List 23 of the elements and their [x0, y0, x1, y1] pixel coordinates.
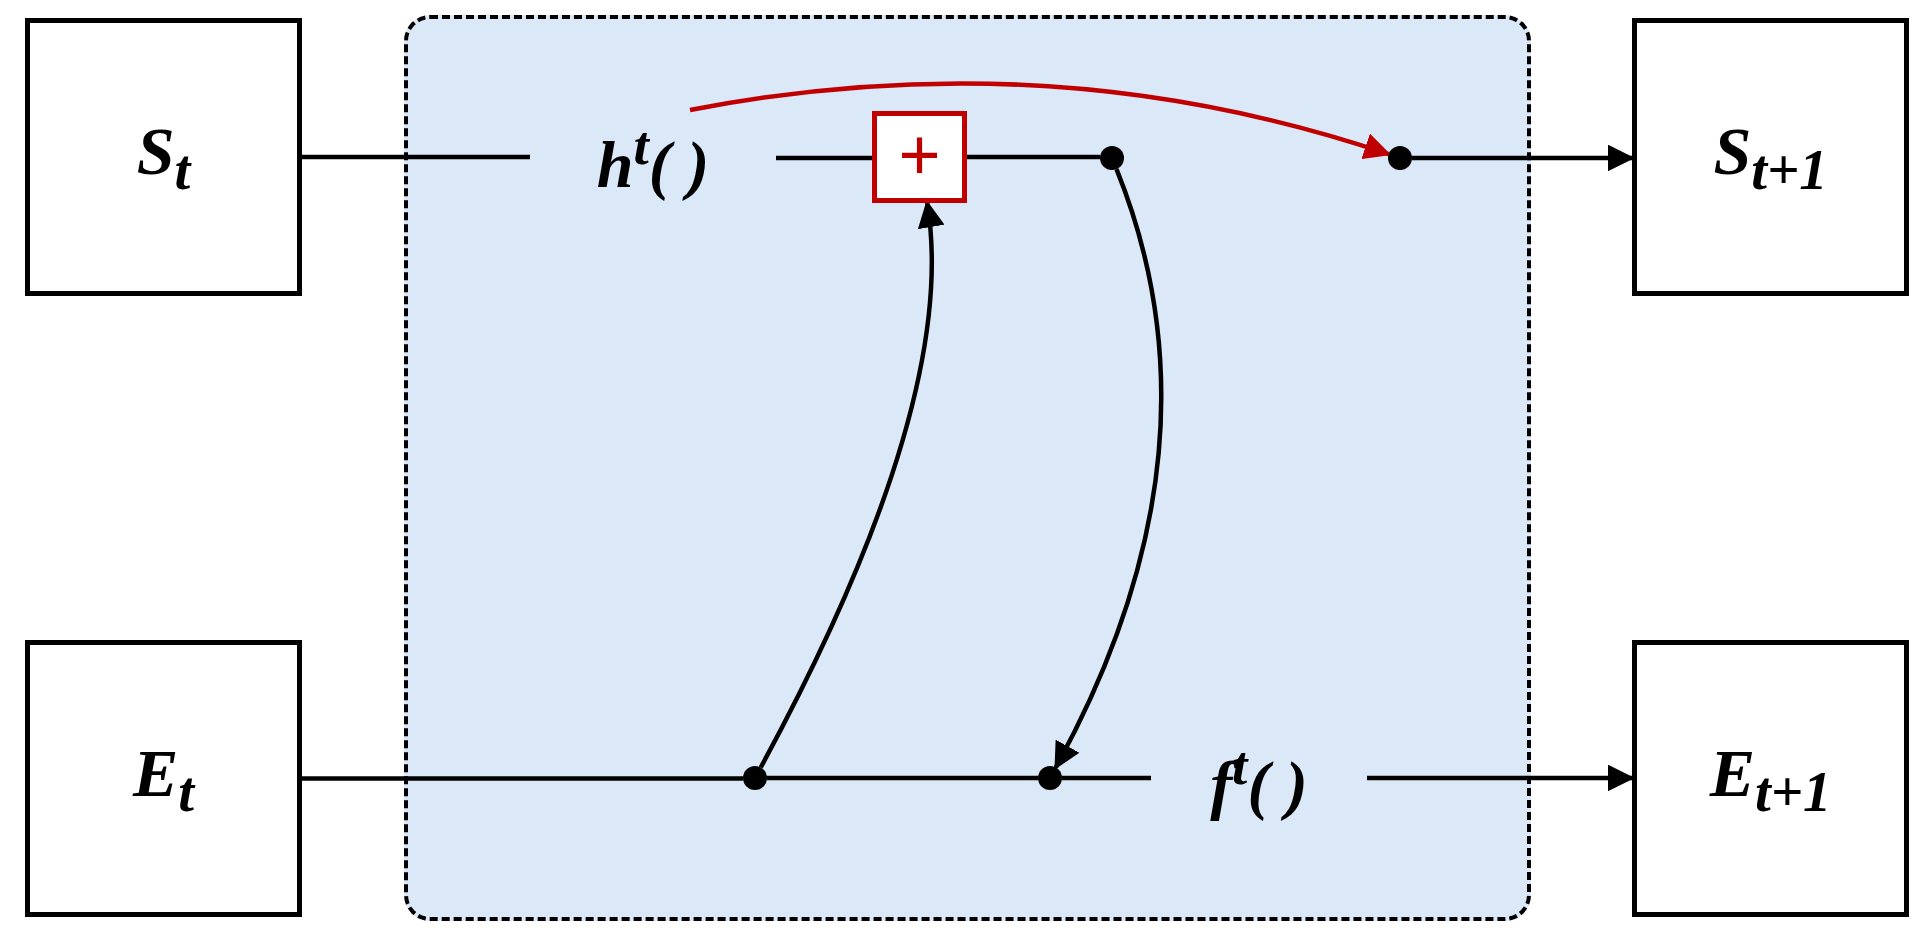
- function-label: h$^{t}$( ): [596, 113, 710, 203]
- connector-line: [1062, 775, 1151, 781]
- arrow: [758, 200, 944, 769]
- state-box: S$_{t+1}$: [1632, 18, 1909, 296]
- connector-line: [967, 154, 1100, 160]
- connector-line: [302, 154, 530, 160]
- state-box: S$_{t}$: [25, 18, 302, 296]
- arrow: [1412, 144, 1635, 172]
- arrow: [689, 81, 1392, 160]
- junction-dot: [1038, 766, 1062, 790]
- junction-dot: [1388, 146, 1412, 170]
- connector-line: [776, 155, 872, 161]
- dashed-region: [404, 15, 1531, 921]
- function-label: f$^{t}$( ): [1210, 733, 1308, 823]
- junction-dot: [1100, 146, 1124, 170]
- sum-box: +: [872, 111, 967, 203]
- state-box: E$_{t+1}$: [1632, 640, 1909, 917]
- connector-line: [302, 776, 743, 781]
- connector-line: [767, 775, 1038, 781]
- junction-dot: [743, 766, 767, 790]
- arrow: [1367, 764, 1635, 792]
- state-box: E$_{t}$: [25, 640, 302, 917]
- arrow: [1053, 168, 1164, 770]
